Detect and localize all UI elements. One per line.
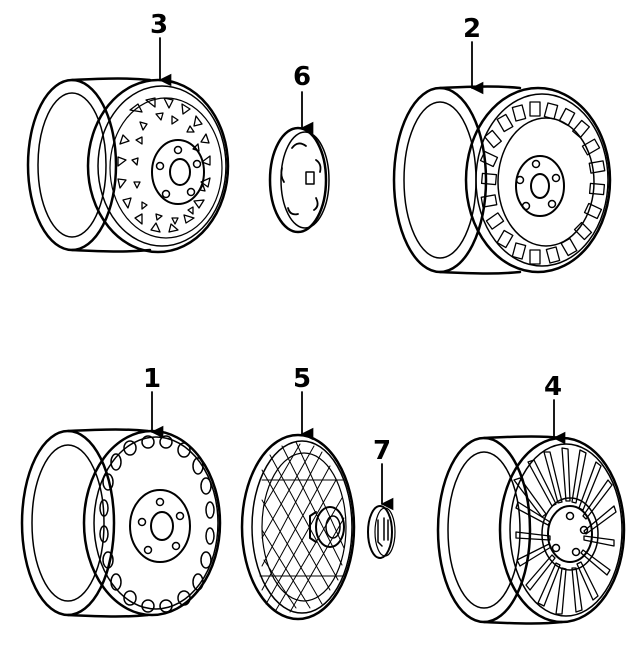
callout-7: 7 bbox=[373, 436, 391, 466]
alloy-wheel-lattice-icon bbox=[26, 77, 230, 254]
callout-6: 6 bbox=[293, 62, 311, 92]
callout-3: 3 bbox=[150, 10, 168, 40]
steel-wheel-icon bbox=[20, 428, 222, 618]
wire-wheel-cover-icon bbox=[240, 433, 356, 621]
wheel-slotted: 2 bbox=[392, 14, 612, 275]
wheel-lattice-spoke: 3 bbox=[26, 10, 230, 254]
alloy-wheel-slotted-icon bbox=[392, 85, 612, 275]
wheel-steel-holes: 1 bbox=[20, 364, 222, 618]
hub-cap-icon bbox=[268, 126, 330, 234]
callout-5: 5 bbox=[293, 364, 311, 394]
center-hub-cap: 6 bbox=[268, 62, 330, 234]
callout-1: 1 bbox=[143, 364, 161, 394]
alloy-wheel-radial-icon bbox=[436, 435, 626, 625]
emblem-ornament: 7 bbox=[367, 436, 396, 559]
wheel-radial-slots: 4 bbox=[436, 372, 626, 625]
callout-2: 2 bbox=[463, 14, 481, 44]
emblem-icon bbox=[367, 505, 396, 559]
wire-wheel-cover: 5 bbox=[240, 364, 356, 621]
callout-4: 4 bbox=[544, 372, 562, 402]
